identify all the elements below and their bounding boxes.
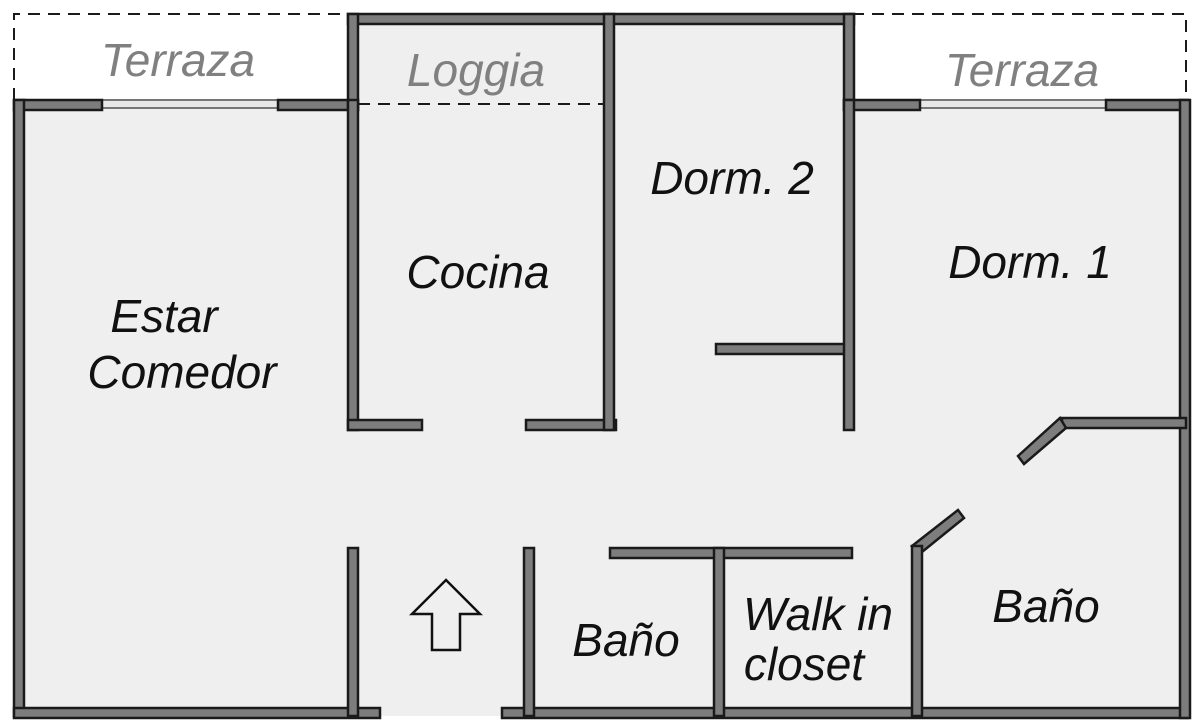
bathroom-master-label: Baño	[992, 580, 1099, 632]
kitchen-label: Cocina	[406, 246, 549, 298]
terrace-right-outline	[852, 13, 1187, 100]
wall-bedroom2-closet	[714, 342, 854, 356]
loggia-label: Loggia	[407, 44, 545, 96]
terrace-left-outline	[13, 13, 352, 100]
wall-bedroom1-bottom	[1060, 416, 1188, 430]
wall-top-middle	[346, 12, 856, 26]
wall-bath-left	[910, 544, 924, 718]
wall-top-left-a	[12, 98, 104, 112]
bedroom1-label: Dorm. 1	[948, 236, 1112, 288]
living-label-line1: Estar	[110, 290, 219, 342]
wall-top-left-b	[276, 98, 360, 112]
wall-top-right-a	[842, 98, 922, 112]
wall-right	[1178, 98, 1192, 720]
upper-floor	[352, 14, 852, 104]
wall-bottom-left	[12, 706, 382, 720]
wall-loggia-left	[346, 12, 360, 112]
wall-bottom-right	[500, 706, 1190, 720]
wall-top-right-b	[1104, 98, 1190, 112]
entrance-arrow-icon	[408, 578, 484, 652]
wall-hall-left	[346, 546, 360, 718]
window-right	[919, 99, 1107, 109]
wall-kitchen-bottom-a	[346, 418, 424, 432]
wall-loggia-right	[842, 12, 856, 112]
wall-bath-closet-top	[608, 546, 854, 560]
wall-left	[12, 98, 26, 718]
wall-bath-small-left	[522, 546, 536, 718]
wall-kitchen-right	[602, 12, 616, 432]
wall-bedroom1-diagonal	[1016, 416, 1068, 466]
wall-bedroom2-right	[842, 98, 856, 432]
wall-kitchen-left	[346, 98, 360, 432]
terrace-right-label: Terraza	[945, 44, 1099, 96]
wall-bath-closet-divider	[712, 546, 726, 718]
walkin-closet-label-line1: Walk in	[743, 588, 893, 640]
terrace-left-label: Terraza	[101, 34, 255, 86]
walkin-closet-label-line2: closet	[744, 638, 866, 690]
living-label-line2: Comedor	[87, 346, 278, 398]
bedroom2-label: Dorm. 2	[650, 152, 814, 204]
interior-floor	[14, 100, 1190, 716]
wall-kitchen-bottom-b	[524, 418, 618, 432]
bathroom-small-label: Baño	[572, 614, 679, 666]
window-left	[101, 99, 279, 109]
